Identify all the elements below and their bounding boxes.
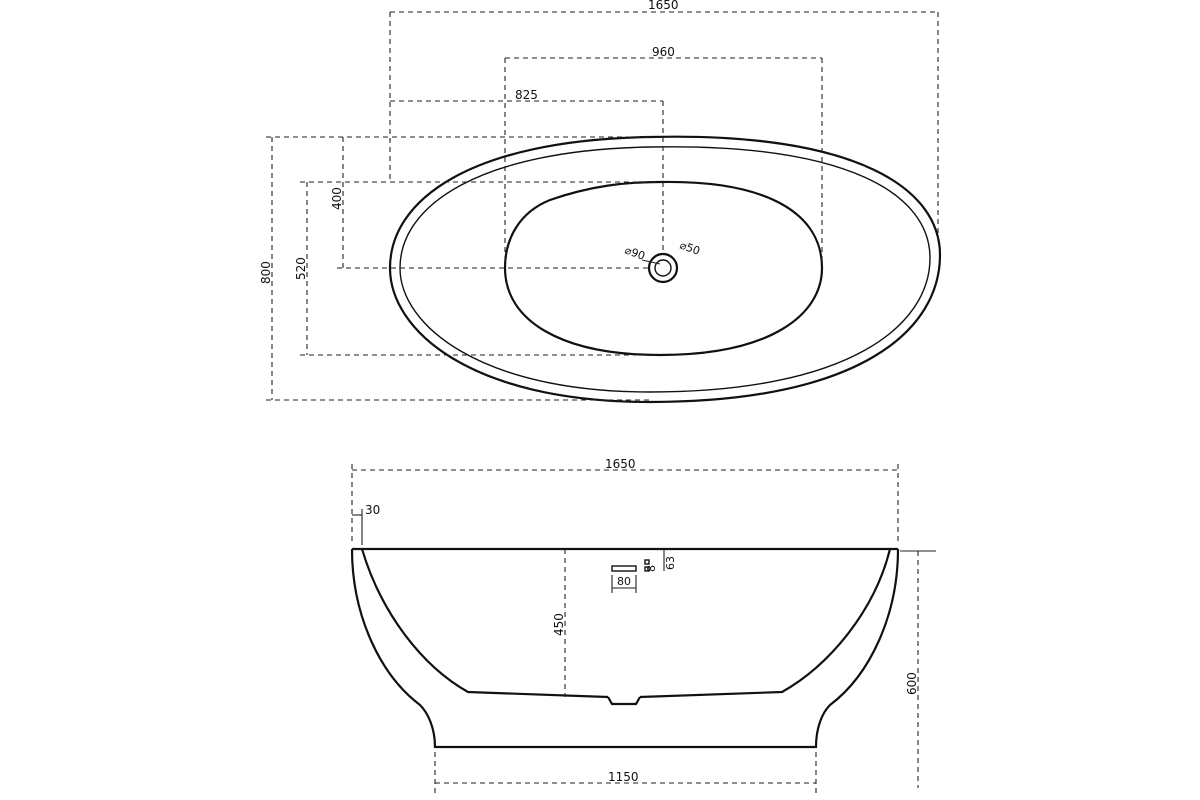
overflow-mark-b	[644, 566, 650, 572]
dim-label-drain-50: ⌀50	[678, 239, 702, 258]
overflow-slot	[611, 565, 637, 572]
drain-inner-circle	[654, 259, 672, 277]
dim-label-600: 600	[905, 672, 919, 695]
drain-outer-circle	[647, 252, 679, 284]
dim-label-400: 400	[330, 187, 344, 210]
dim-label-drain-90: ⌀90	[623, 244, 647, 263]
tub-inner-bowl	[360, 548, 892, 699]
dim-label-450: 450	[552, 613, 566, 636]
dim-label-1650-side: 1650	[605, 457, 636, 471]
tub-outer-shell	[350, 548, 900, 749]
side-view: 1650 30 450 80 8 63 600 1150	[350, 457, 936, 796]
dim-label-960: 960	[652, 45, 675, 59]
dim-label-520: 520	[294, 257, 308, 280]
tub-outer-rim	[388, 135, 942, 404]
dim-label-1150: 1150	[608, 770, 639, 784]
overflow-mark-a	[644, 559, 650, 565]
dim-label-63: 63	[664, 556, 677, 570]
dim-label-30: 30	[365, 503, 380, 517]
dim-label-800: 800	[259, 261, 273, 284]
dim-label-825: 825	[515, 88, 538, 102]
dim-label-8: 8	[645, 565, 658, 572]
dim-label-80: 80	[617, 575, 631, 588]
top-view: 1650 960 825 800 520 400 ⌀90 ⌀50	[259, 0, 942, 404]
leader-drain-90	[641, 259, 661, 265]
dim-label-1650-top: 1650	[648, 0, 679, 12]
tub-bowl-floor	[503, 180, 824, 357]
tub-inner-rim	[399, 146, 931, 393]
drain-fitting	[607, 696, 641, 706]
